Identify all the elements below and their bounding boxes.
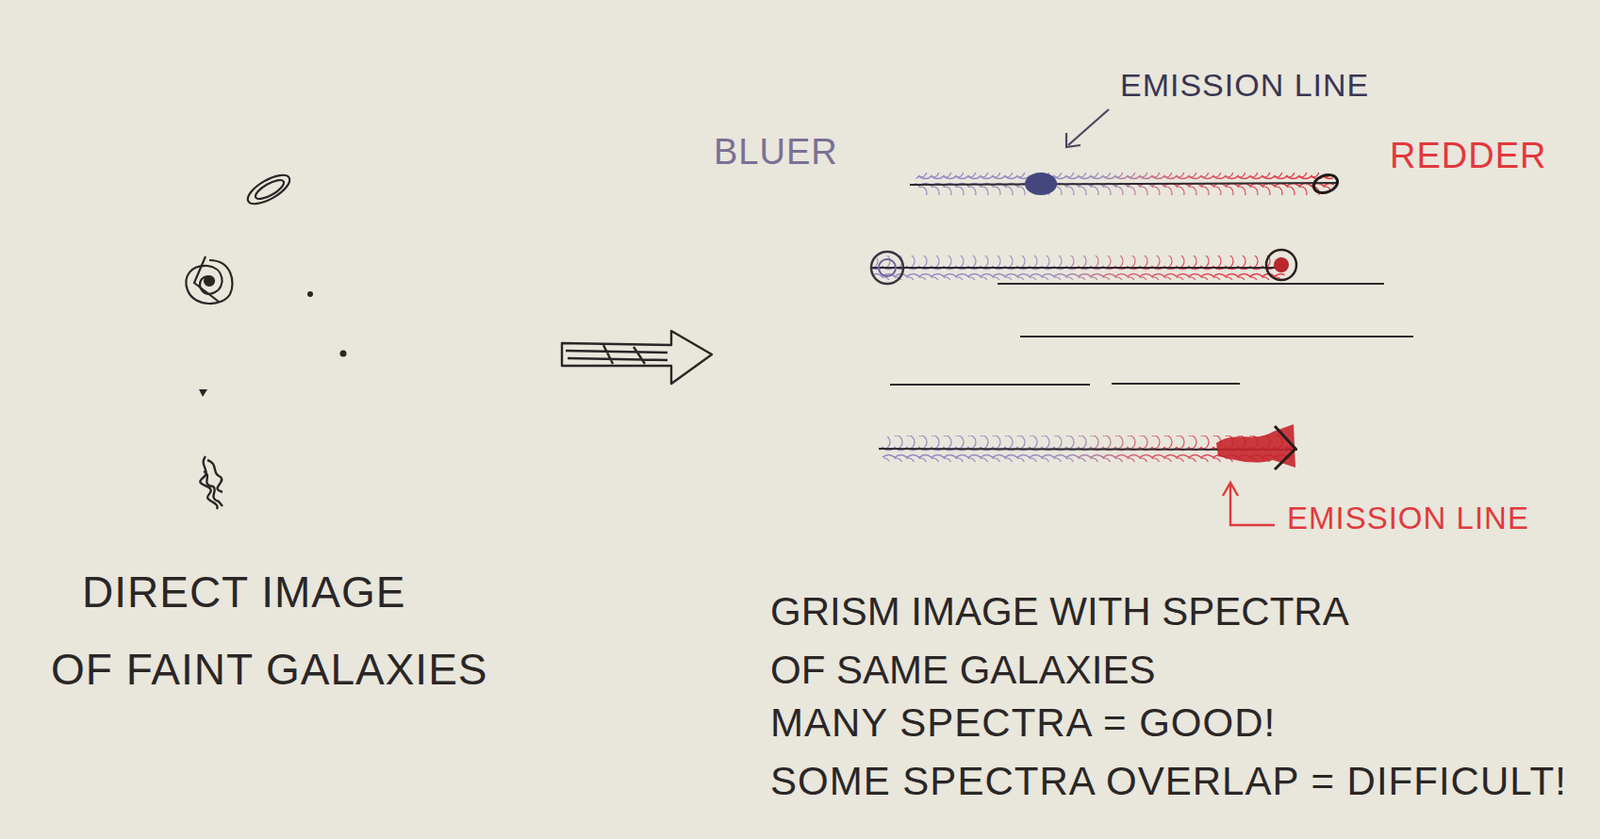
- caption-text: DIRECT IMAGE: [82, 566, 406, 619]
- leader-top: [1066, 109, 1109, 148]
- caption-text: GRISM IMAGE WITH SPECTRA OF SAME GALAXIE…: [770, 582, 1374, 700]
- spectrum-second: [871, 249, 1385, 284]
- caption-text: SOME SPECTRA OVERLAP = DIFFICULT!: [770, 758, 1568, 806]
- caption-text: MANY SPECTRA = GOOD!: [770, 699, 1276, 747]
- galaxy-spiral: [185, 256, 232, 304]
- direction-label: REDDER: [1389, 134, 1547, 179]
- direction-label: BLUER: [713, 131, 839, 175]
- spectrum-bottom: [878, 424, 1298, 470]
- annotation-label: EMISSION LINE: [1286, 499, 1530, 538]
- transform-arrow: [561, 330, 712, 384]
- annotation-label: EMISSION LINE: [1120, 65, 1370, 105]
- caption-text: OF FAINT GALAXIES: [50, 643, 489, 696]
- spectrum-top: [909, 171, 1340, 197]
- spectrum-faint: [890, 336, 1414, 385]
- galaxy-ellipse: [243, 169, 294, 210]
- galaxy-dots: [198, 291, 347, 397]
- galaxy-irregular: [199, 456, 223, 510]
- leader-bottom: [1222, 482, 1275, 526]
